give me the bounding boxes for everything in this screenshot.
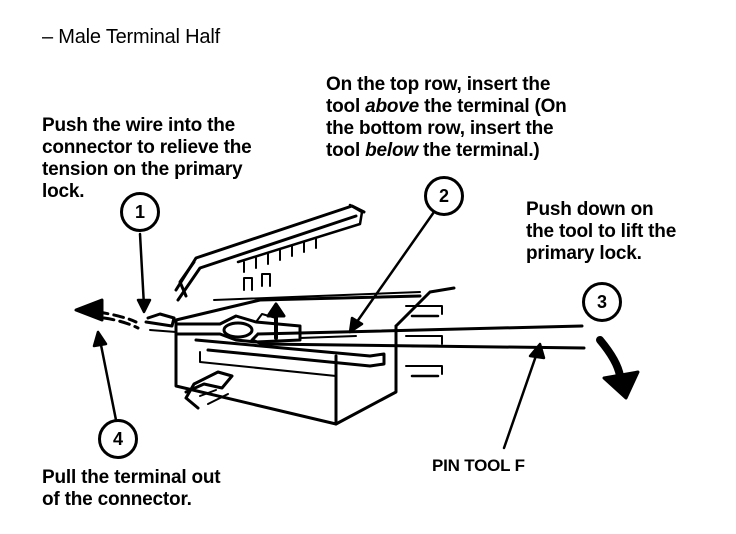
connector-housing	[174, 203, 456, 426]
step-1-line: connector to relieve the	[42, 137, 252, 158]
step-4-number-badge: 4	[98, 419, 138, 459]
step-3-line: the tool to lift the	[526, 221, 677, 242]
step-3-instruction: Push down on the tool to lift the primar…	[526, 199, 676, 265]
step-2-line: tool below the terminal.)	[326, 140, 567, 162]
wire	[144, 312, 177, 333]
step-1-line: Push the wire into the	[42, 115, 236, 136]
pull-out-arrow	[74, 298, 140, 330]
step-1-line: lock.	[42, 181, 85, 202]
step-1-instruction: Push the wire into the connector to reli…	[42, 115, 252, 203]
step-2-emphasis: above	[365, 96, 420, 117]
pin-tool-label: PIN TOOL F	[432, 456, 525, 475]
step-2-line: the bottom row, insert the	[326, 118, 554, 139]
step-4-line: of the connector.	[42, 489, 192, 510]
step-2-line: tool above the terminal (On	[326, 96, 567, 118]
step-2-instruction: On the top row, insert the tool above th…	[326, 74, 567, 162]
step-3-line: Push down on	[526, 199, 654, 220]
step-2-text: the terminal.)	[417, 140, 540, 161]
step-1-line: tension on the primary	[42, 159, 243, 180]
step-2-line: On the top row, insert the	[326, 74, 551, 95]
push-down-arrow	[596, 336, 640, 400]
step-2-emphasis: below	[365, 140, 418, 161]
step-2-text: tool	[326, 140, 366, 161]
step-4-line: Pull the terminal out	[42, 467, 221, 488]
step-2-text: the terminal (On	[419, 96, 567, 117]
step-1-number-badge: 1	[120, 192, 160, 232]
step-2-number-badge: 2	[424, 176, 464, 216]
male-terminal	[174, 302, 302, 344]
step-2-text: tool	[326, 96, 366, 117]
pin-tool	[250, 324, 586, 350]
diagram-title: – Male Terminal Half	[42, 26, 220, 48]
leader-lines	[92, 210, 546, 450]
step-3-number-badge: 3	[582, 282, 622, 322]
step-3-line: primary lock.	[526, 243, 642, 264]
step-4-instruction: Pull the terminal out of the connector.	[42, 467, 221, 511]
